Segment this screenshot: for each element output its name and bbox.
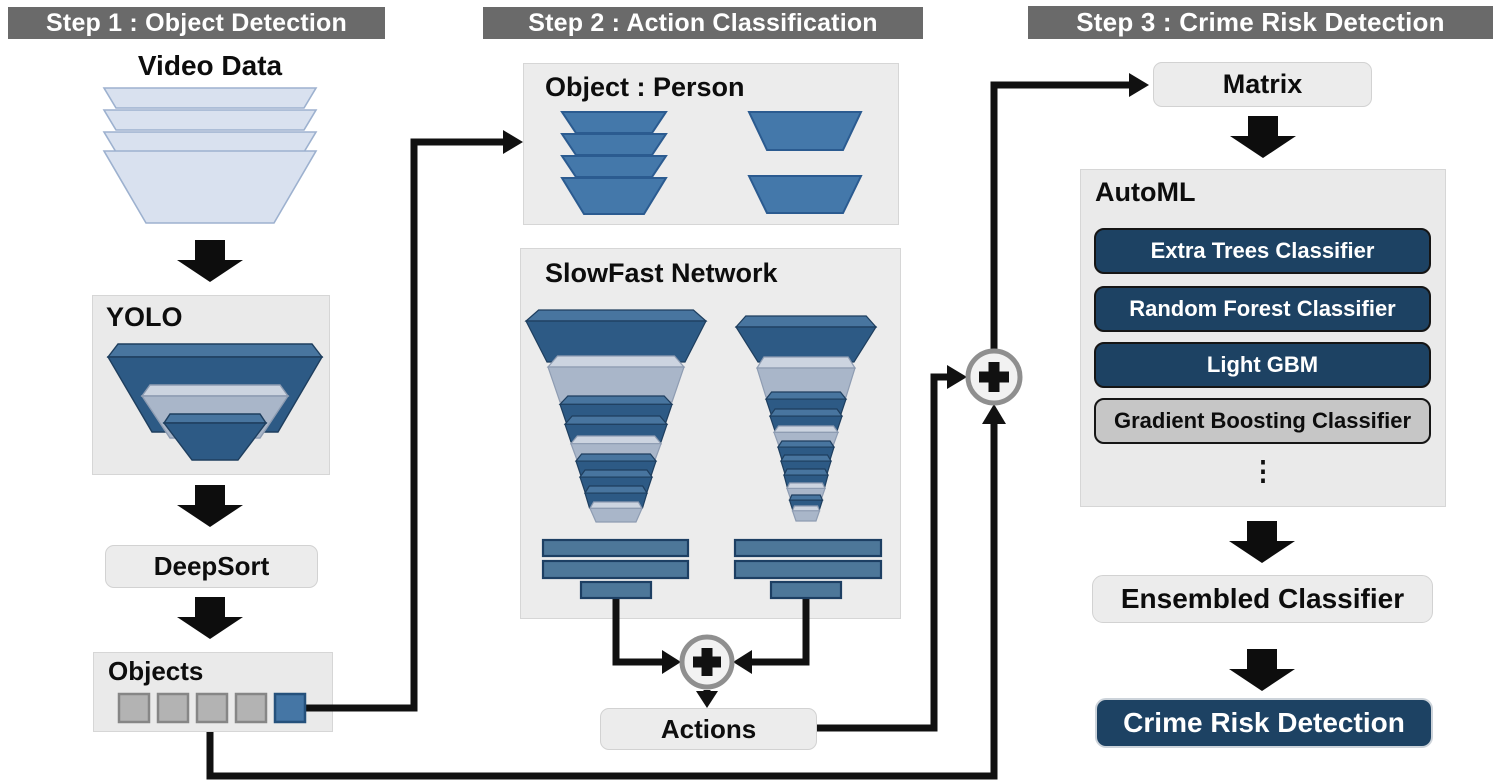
crime-risk-detection-node: Crime Risk Detection xyxy=(1095,698,1433,748)
arrowhead-into-person xyxy=(503,130,523,154)
down-arrow-ensembled-to-crime xyxy=(1229,649,1295,691)
arrowhead-into-matrix xyxy=(1129,73,1149,97)
step1-header: Step 1 : Object Detection xyxy=(8,7,385,39)
video-data-label: Video Data xyxy=(137,50,283,81)
ensembled-classifier-node: Ensembled Classifier xyxy=(1092,575,1433,623)
matrix-node: Matrix xyxy=(1153,62,1372,107)
yolo-label: YOLO xyxy=(106,302,183,332)
arrowhead-into-fusion-left xyxy=(947,365,967,389)
connector-objects-to-person xyxy=(303,138,506,712)
step2-header: Step 2 : Action Classification xyxy=(483,7,923,39)
automl-label: AutoML xyxy=(1095,177,1196,207)
objects-label: Objects xyxy=(108,656,204,686)
arrowhead-into-plus-left xyxy=(662,650,681,674)
down-arrow-matrix-to-automl xyxy=(1230,116,1296,158)
slowfast-panel: SlowFast Network xyxy=(520,248,901,619)
plus-circle-icon-fusion xyxy=(965,348,1023,406)
classifier-pill-extra-trees: Extra Trees Classifier xyxy=(1094,228,1431,274)
down-arrow-automl-to-ensembled xyxy=(1229,521,1295,563)
video-frames-icon xyxy=(102,87,318,224)
down-arrow-yolo-to-deepsort xyxy=(177,485,243,527)
classifier-pill-light-gbm: Light GBM xyxy=(1094,342,1431,388)
objects-panel: Objects xyxy=(93,652,333,732)
down-arrow-video-to-yolo xyxy=(177,240,243,282)
more-classifiers-ellipsis-icon: ⋮ xyxy=(1249,456,1277,486)
actions-node: Actions xyxy=(600,708,817,750)
arrowhead-into-fusion-bottom xyxy=(982,404,1006,424)
slowfast-label: SlowFast Network xyxy=(545,258,778,288)
object-person-panel: Object : Person xyxy=(523,63,899,225)
arrowhead-into-actions xyxy=(696,691,718,708)
automl-panel: AutoML Extra Trees Classifier Random For… xyxy=(1080,169,1446,507)
arrowhead-into-plus-right xyxy=(733,650,752,674)
down-arrow-deepsort-to-objects xyxy=(177,597,243,639)
classifier-pill-random-forest: Random Forest Classifier xyxy=(1094,286,1431,332)
yolo-panel: YOLO xyxy=(92,295,330,475)
classifier-pill-gradient-boosting: Gradient Boosting Classifier xyxy=(1094,398,1431,444)
object-person-label: Object : Person xyxy=(545,72,745,102)
step3-header: Step 3 : Crime Risk Detection xyxy=(1028,6,1493,39)
deepsort-node: DeepSort xyxy=(105,545,318,588)
plus-circle-icon-slowfast xyxy=(679,634,735,690)
